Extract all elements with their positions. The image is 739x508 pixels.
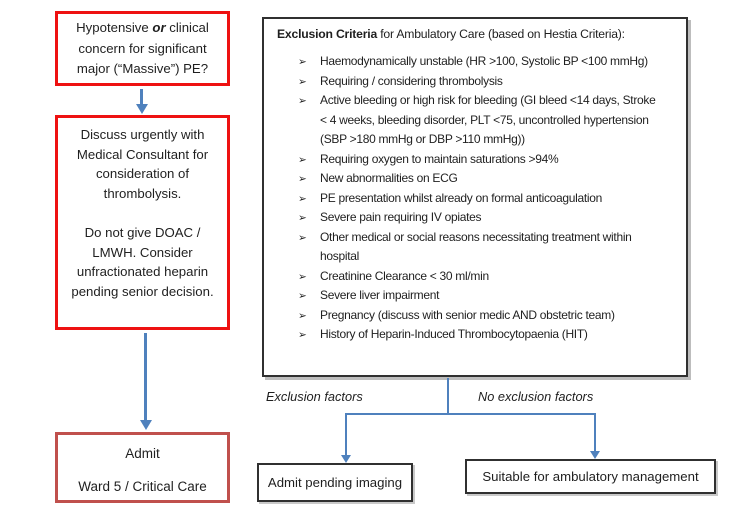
branch-label-no-exclusion-factors: No exclusion factors [478, 389, 594, 404]
arrow-bullet-icon: ➢ [298, 270, 307, 283]
exclusion-item-text: Severe pain requiring IV opiates [320, 210, 482, 224]
flow-arrow-shaft [140, 89, 143, 105]
exclusion-item-text: Creatinine Clearance < 30 ml/min [320, 268, 489, 283]
branch-label-exclusion-factors: Exclusion factors [266, 389, 363, 404]
arrow-down-icon [135, 104, 148, 114]
outcome-box-admit-pending-imaging: Admit pending imaging [257, 463, 413, 502]
exclusion-item-text: Requiring oxygen to maintain saturations… [320, 151, 559, 166]
exclusion-criteria-list: ➢ Haemodynamically unstable (HR >100, Sys… [277, 52, 683, 345]
arrow-bullet-icon: ➢ [298, 56, 307, 68]
exclusion-item-text: PE presentation whilst already on formal… [320, 190, 603, 205]
exclusion-item: ➢ New abnormalities on ECG [298, 169, 657, 189]
exclusion-item: ➢ History of Heparin-Induced Thrombocytop… [298, 325, 657, 345]
exclusion-item: ➢ Severe pain requiring IV opiates [298, 208, 657, 228]
paragraph-gap [58, 203, 227, 223]
decision-box-line2: concern for significant [78, 40, 207, 56]
decision-text: clinical [165, 20, 209, 35]
exclusion-item-text: History of Heparin-Induced Thrombocytopa… [320, 327, 588, 341]
arrow-down-icon [139, 420, 152, 430]
decision-text: Hypotensive [76, 20, 153, 35]
exclusion-title-bold: Exclusion Criteria [277, 27, 378, 41]
branch-horizontal-line [345, 413, 596, 415]
arrow-bullet-icon: ➢ [298, 329, 307, 341]
outcome-line-ward: Ward 5 / Critical Care [78, 479, 207, 494]
action-box-line: consideration of [95, 166, 190, 182]
action-box-line: pending senior decision. [71, 283, 214, 299]
decision-box-line1: Hypotensive or clinical [58, 18, 227, 39]
decision-text-emphasis: or [152, 20, 166, 35]
action-box-line: Medical Consultant for [76, 146, 209, 162]
outcome-text-admit-imaging: Admit pending imaging [267, 475, 403, 490]
exclusion-title-rest: for Ambulatory Care (based on Hestia Cri… [377, 27, 625, 41]
exclusion-item: ➢ Other medical or social reasons necessi… [298, 228, 657, 267]
arrow-bullet-icon: ➢ [298, 212, 307, 224]
exclusion-item-text: Haemodynamically unstable (HR >100, Syst… [320, 54, 648, 68]
exclusion-criteria-panel: Exclusion Criteria for Ambulatory Care (… [262, 17, 688, 377]
exclusion-item: ➢ Severe liver impairment [298, 286, 657, 306]
outcome-box-ambulatory-management: Suitable for ambulatory management [465, 459, 716, 494]
exclusion-panel-title: Exclusion Criteria for Ambulatory Care (… [277, 27, 683, 41]
decision-box-massive-pe: Hypotensive or clinical concern for sign… [55, 11, 230, 86]
action-box-line: LMWH. Consider [92, 244, 193, 260]
exclusion-item-text: Severe liver impairment [320, 288, 440, 302]
arrow-bullet-icon: ➢ [298, 231, 307, 244]
arrow-bullet-icon: ➢ [298, 192, 307, 205]
action-box-consultant-thrombolysis: Discuss urgently with Medical Consultant… [55, 115, 230, 330]
outcome-line-admit: Admit [125, 446, 160, 461]
exclusion-item: ➢ Pregnancy (discuss with senior medic AN… [298, 306, 657, 326]
branch-stem-line [447, 378, 449, 414]
exclusion-item: ➢ PE presentation whilst already on forma… [298, 189, 657, 209]
exclusion-item-text: Pregnancy (discuss with senior medic AND… [320, 307, 615, 322]
exclusion-item-text: Requiring / considering thrombolysis [320, 73, 503, 88]
arrow-bullet-icon: ➢ [298, 95, 307, 107]
exclusion-item: ➢ Haemodynamically unstable (HR >100, Sys… [298, 52, 657, 72]
arrow-down-icon [589, 451, 600, 459]
action-box-line: Do not give DOAC / [84, 224, 201, 240]
branch-left-line [345, 413, 347, 455]
flow-arrow-shaft [144, 333, 147, 421]
exclusion-item: ➢ Requiring oxygen to maintain saturation… [298, 150, 657, 170]
arrow-down-icon [340, 455, 351, 463]
exclusion-item-text: New abnormalities on ECG [320, 171, 458, 185]
arrow-bullet-icon: ➢ [298, 309, 307, 322]
action-box-line: Discuss urgently with [80, 127, 205, 142]
action-box-line: thrombolysis. [103, 185, 182, 201]
exclusion-item: ➢ Active bleeding or high risk for bleedi… [298, 91, 657, 150]
exclusion-item: ➢ Creatinine Clearance < 30 ml/min [298, 267, 657, 287]
outcome-box-admit-ward5: Admit Ward 5 / Critical Care [55, 432, 230, 503]
outcome-text-ambulatory: Suitable for ambulatory management [482, 469, 699, 484]
decision-box-line3: major (“Massive”) PE? [76, 61, 209, 76]
exclusion-item-text: Other medical or social reasons necessit… [320, 229, 632, 264]
branch-right-line [594, 413, 596, 451]
arrow-bullet-icon: ➢ [298, 153, 307, 166]
arrow-bullet-icon: ➢ [298, 290, 307, 302]
exclusion-item-text: Active bleeding or high risk for bleedin… [320, 93, 656, 146]
action-box-line: unfractionated heparin [76, 264, 209, 280]
arrow-bullet-icon: ➢ [298, 173, 307, 185]
exclusion-item: ➢ Requiring / considering thrombolysis [298, 72, 657, 92]
arrow-bullet-icon: ➢ [298, 75, 307, 88]
